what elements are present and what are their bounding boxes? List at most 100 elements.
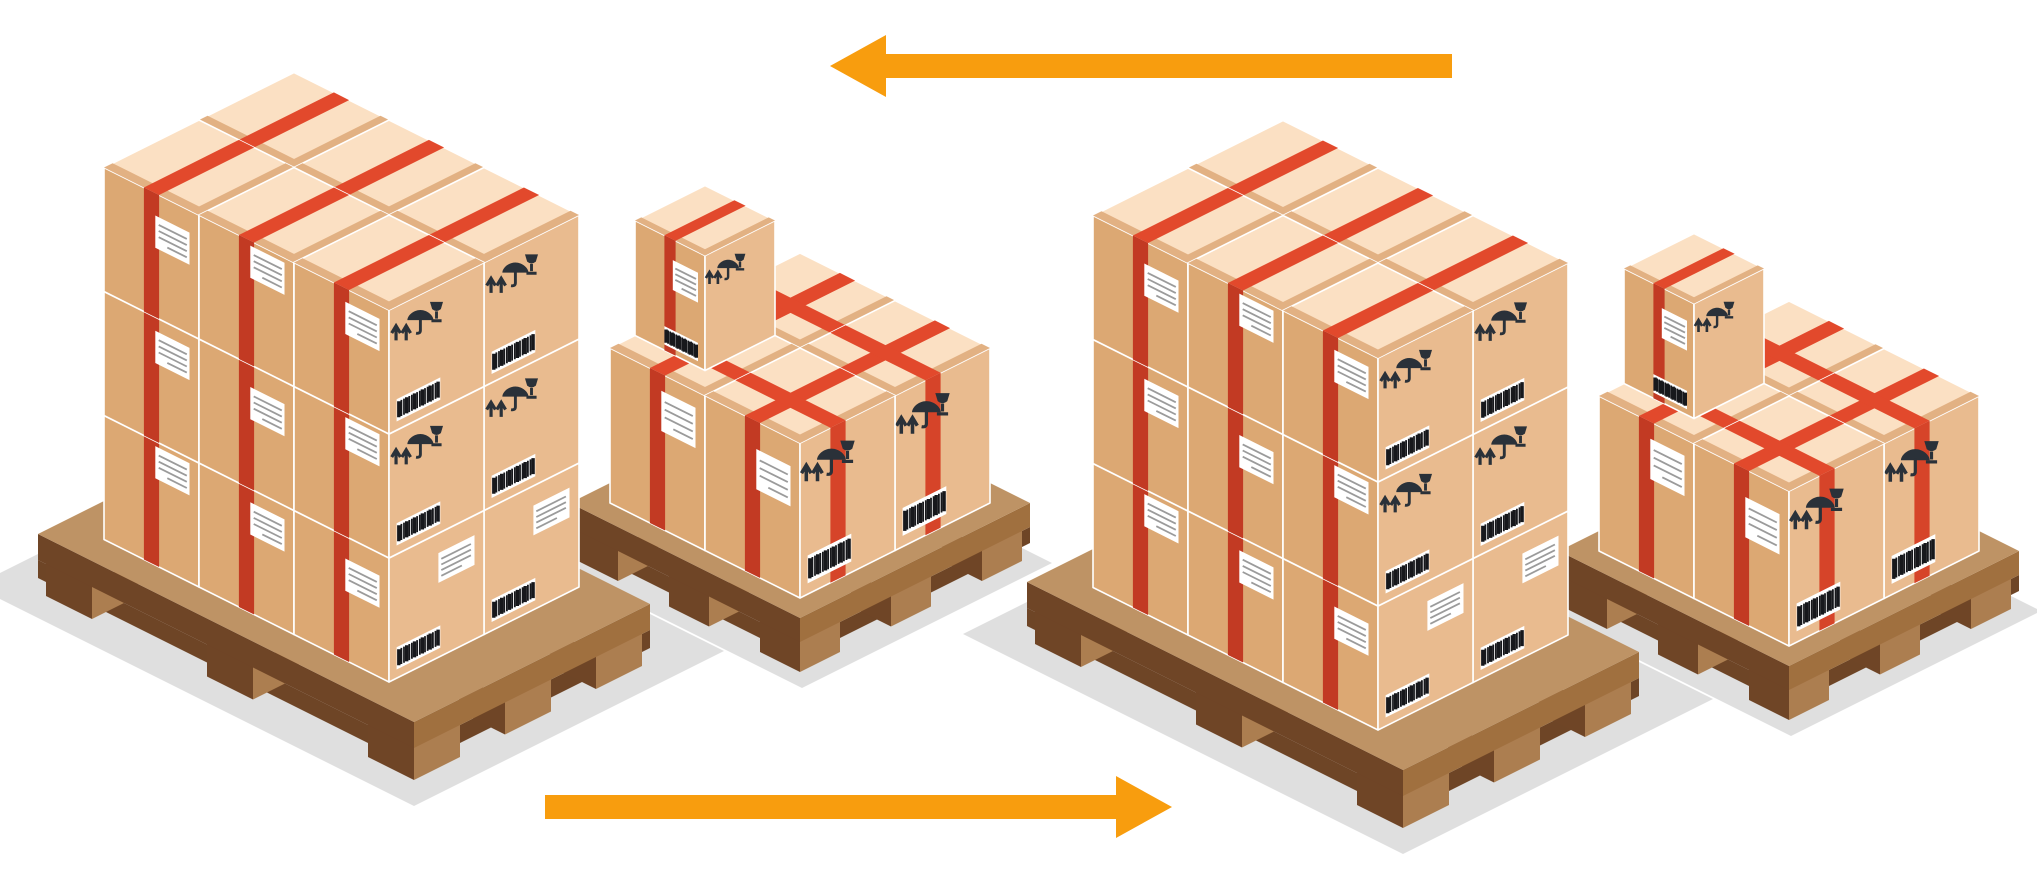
packing-tape: [143, 139, 255, 195]
fragile-icon: [840, 440, 855, 463]
packing-tape: [1227, 531, 1244, 663]
pallet-deck-left: [1027, 582, 1403, 796]
packing-tape: [1653, 248, 1735, 289]
pallet-leg: [1403, 769, 1449, 828]
shipping-label-lines: [1663, 315, 1686, 345]
barcode-bars: [1389, 554, 1426, 588]
fragile-icon: [1723, 301, 1735, 319]
keep-dry-icon: [912, 401, 941, 429]
barcode-bars: [495, 335, 532, 369]
this-way-up-icon: [704, 269, 723, 285]
this-way-up-icon: [1788, 509, 1813, 530]
keep-dry-icon: [1900, 449, 1930, 477]
barcode-bars: [492, 458, 535, 494]
big-pallet-stack: [103, 71, 580, 683]
barcode-bars: [495, 459, 532, 493]
cardboard-box: [293, 214, 485, 435]
cardboard-box: [1377, 214, 1569, 436]
packing-tape: [1227, 235, 1339, 291]
barcode-bars: [400, 630, 437, 664]
big-pallet-stack: [1092, 119, 1569, 731]
pallet-leg: [1658, 620, 1698, 675]
bottom-arrow: [545, 776, 1172, 838]
fragile-icon: [1829, 488, 1844, 511]
fragile-icon: [524, 254, 539, 275]
keep-dry-icon: [1396, 358, 1423, 383]
packing-tape: [333, 530, 350, 662]
this-way-up-icon: [390, 446, 412, 465]
packing-tape: [1322, 283, 1434, 338]
pallet-leg: [505, 675, 551, 735]
pallet-leg: [207, 640, 253, 700]
this-way-up-icon: [390, 322, 412, 341]
this-way-up-icon: [1474, 323, 1496, 341]
keep-dry-icon: [407, 310, 434, 335]
shipping-label-lines: [1429, 591, 1461, 625]
packing-tape: [1227, 407, 1244, 539]
keep-dry-icon: [502, 262, 529, 288]
pallet-leg: [1035, 608, 1081, 667]
barcode-bars: [906, 492, 943, 530]
keep-dry-icon: [1706, 307, 1728, 329]
shipping-label-lines: [1337, 473, 1367, 508]
shipping-label-lines: [759, 459, 789, 499]
packing-tape: [143, 187, 160, 319]
box-flap-edge: [1369, 306, 1473, 358]
packing-tape: [1828, 368, 1940, 424]
packing-tape: [238, 359, 255, 491]
pallet-leg: [368, 721, 414, 780]
barcode-bars: [400, 382, 437, 416]
keep-dry-icon: [717, 259, 739, 281]
this-way-up-icon: [1379, 494, 1401, 513]
box-flap-edge: [1687, 265, 1764, 304]
small-pallet-stack: [1598, 232, 1980, 647]
cardboard-box: [1693, 395, 1885, 647]
packing-tape: [1322, 330, 1339, 462]
packing-tape: [1227, 140, 1339, 196]
fragile-icon: [1418, 349, 1433, 371]
packing-tape: [1819, 373, 1930, 429]
pallet-leg: [669, 572, 709, 627]
fragile-icon: [935, 393, 950, 416]
barcode-bars: [397, 505, 440, 542]
cardboard-box: [704, 347, 896, 599]
barcode-bars: [495, 583, 532, 617]
packing-tape: [238, 483, 255, 615]
shipping-label-lines: [253, 254, 283, 289]
fragile-icon: [1513, 426, 1528, 447]
barcode-bars: [1895, 540, 1932, 578]
keep-dry-icon: [1491, 310, 1518, 336]
keep-dry-icon: [1491, 434, 1518, 460]
barcode-bars: [667, 330, 696, 357]
barcode-bars: [1892, 539, 1935, 579]
pallet-deck-right: [1403, 652, 1639, 796]
packing-tape: [1322, 578, 1339, 710]
this-way-up-icon: [1379, 370, 1401, 389]
pallet-deck-right: [1789, 551, 2019, 690]
shipping-label-lines: [1653, 449, 1683, 488]
fragile-icon: [1924, 441, 1939, 464]
box-flap-edge: [190, 163, 294, 215]
box-flap-edge: [1780, 439, 1884, 491]
pallet-deck-left: [570, 503, 800, 642]
packing-tape: [1733, 416, 1845, 471]
packing-tape: [1132, 359, 1149, 491]
box-flap-edge: [791, 391, 895, 443]
pallet-leg: [1196, 688, 1242, 748]
shipping-label-lines: [1337, 358, 1367, 393]
this-way-up-icon: [1693, 317, 1712, 333]
barcode-bars: [1653, 377, 1687, 406]
packing-tape: [238, 92, 350, 148]
box-flap-edge: [285, 210, 389, 263]
packing-tape: [1733, 463, 1750, 626]
barcode-bars: [1481, 506, 1524, 542]
pallet-leg: [1567, 575, 1607, 629]
packing-tape: [1322, 188, 1434, 243]
packing-tape: [839, 320, 951, 376]
barcode-bars: [1481, 382, 1524, 418]
shipping-label-lines: [440, 543, 472, 577]
barcode-bars: [1800, 587, 1837, 625]
barcode-bars: [1484, 631, 1521, 665]
packing-tape: [333, 282, 350, 414]
this-way-up-icon: [485, 399, 507, 417]
